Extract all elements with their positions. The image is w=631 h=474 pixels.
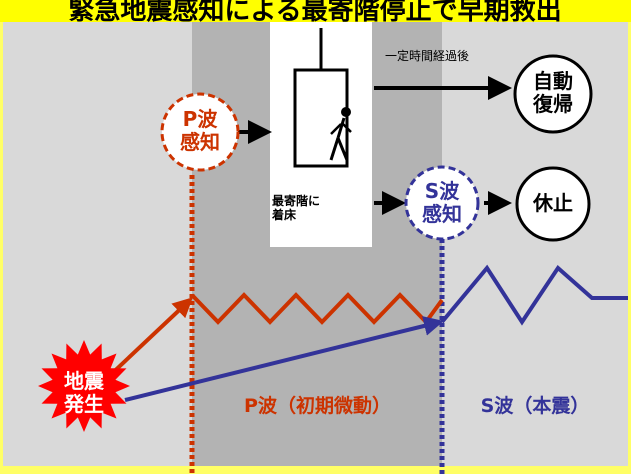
starburst-icon [38, 340, 130, 432]
auto-return-circle [513, 54, 593, 134]
elevator-person-walking-icon [293, 28, 352, 168]
p-wave-detect-circle [160, 92, 240, 172]
header-title: 緊急地震感知による最寄階停止で早期救出 [68, 0, 561, 26]
arrow-to-s-wave [124, 316, 444, 402]
stop-circle [515, 166, 591, 242]
s-wave-line [440, 264, 628, 326]
p-wave-phase-label: P波（初期微動） [244, 395, 391, 417]
s-wave-phase-label: S波（本震） [480, 395, 590, 417]
auto-return-label: 自動 復帰 [533, 69, 573, 116]
nearest-floor-annotation: 最寄階に 着床 [272, 194, 321, 222]
s-wave-detect-label: S波 感知 [422, 179, 462, 226]
earthquake-label: 地震 発生 [64, 369, 104, 416]
arrow-to-p-wave [103, 297, 193, 382]
p-wave-detect-label: P波 感知 [180, 107, 220, 154]
s-wave-detect-circle [404, 165, 480, 241]
p-wave-line [190, 292, 444, 326]
title-band [0, 0, 631, 22]
after-time-annotation: 一定時間経過後 [385, 49, 470, 63]
stop-label: 休止 [533, 191, 573, 215]
